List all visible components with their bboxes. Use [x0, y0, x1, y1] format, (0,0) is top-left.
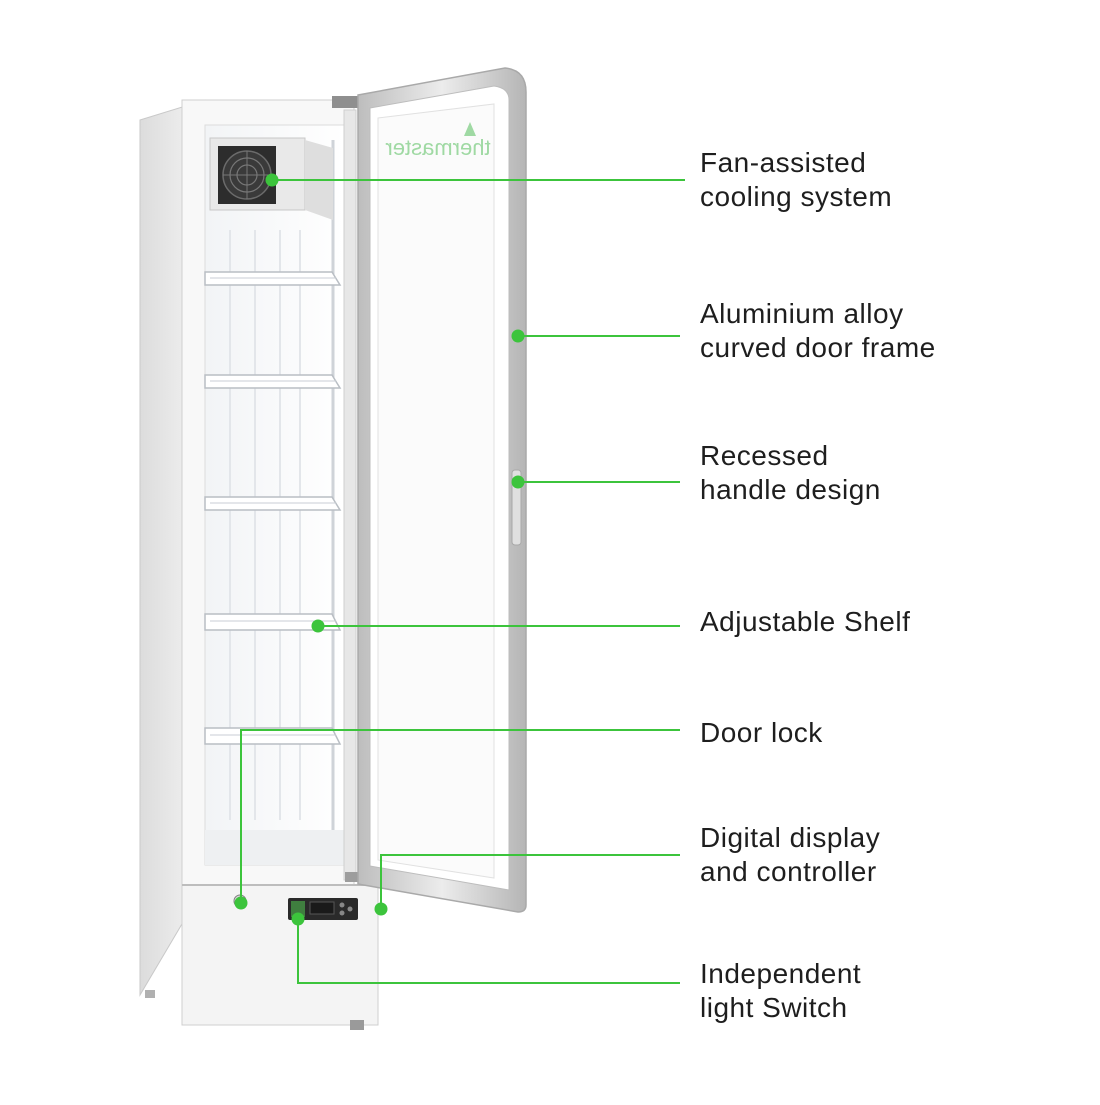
fan-unit [209, 137, 333, 220]
callout-dots [234, 173, 525, 926]
dot-switch [291, 912, 305, 926]
callout-shelf-line-1: Adjustable Shelf [700, 606, 911, 637]
callout-display-line-1: Digital display [700, 822, 881, 853]
dot-frame [511, 329, 525, 343]
dot-display [374, 902, 388, 916]
dot-lock [234, 896, 248, 910]
callout-digital-display: Digital display and controller [700, 821, 880, 889]
callout-fan-line-2: cooling system [700, 181, 893, 212]
callout-display-line-2: and controller [700, 856, 877, 887]
callout-lock-line-1: Door lock [700, 717, 823, 748]
brand-logo: thermaster [385, 122, 491, 160]
shelf-5 [204, 727, 342, 745]
callout-handle-line-1: Recessed [700, 440, 829, 471]
light-switch-toggle [291, 901, 305, 917]
leader-switch [297, 919, 680, 984]
callout-door-lock: Door lock [700, 716, 823, 750]
shelf-3 [204, 496, 342, 511]
callout-adjustable-shelf: Adjustable Shelf [700, 605, 910, 639]
callout-leaders [240, 179, 685, 984]
callout-handle-line-2: handle design [700, 474, 881, 505]
dot-fan [265, 173, 279, 187]
callout-frame-line-1: Aluminium alloy [700, 298, 904, 329]
leader-lock [240, 729, 680, 903]
callout-switch-line-2: light Switch [700, 992, 848, 1023]
brand-logo-text: thermaster [385, 135, 490, 160]
shelf-2 [204, 374, 342, 389]
dot-handle [511, 475, 525, 489]
callout-fan-line-1: Fan-assisted [700, 147, 867, 178]
shelves [204, 271, 342, 745]
handle-recess [511, 469, 522, 546]
callout-recessed-handle: Recessed handle design [700, 439, 881, 507]
callout-aluminium-door-frame: Aluminium alloy curved door frame [700, 297, 936, 365]
leader-display [380, 854, 680, 909]
interior [204, 124, 346, 866]
brand-logo-mark [464, 122, 476, 136]
shelf-1 [204, 271, 342, 286]
callout-switch-line-1: Independent [700, 958, 862, 989]
glass-door [357, 67, 527, 913]
callout-light-switch: Independent light Switch [700, 957, 861, 1025]
callout-fan-assisted-cooling: Fan-assisted cooling system [700, 146, 892, 214]
dot-shelf [311, 619, 325, 633]
callout-frame-line-2: curved door frame [700, 332, 936, 363]
